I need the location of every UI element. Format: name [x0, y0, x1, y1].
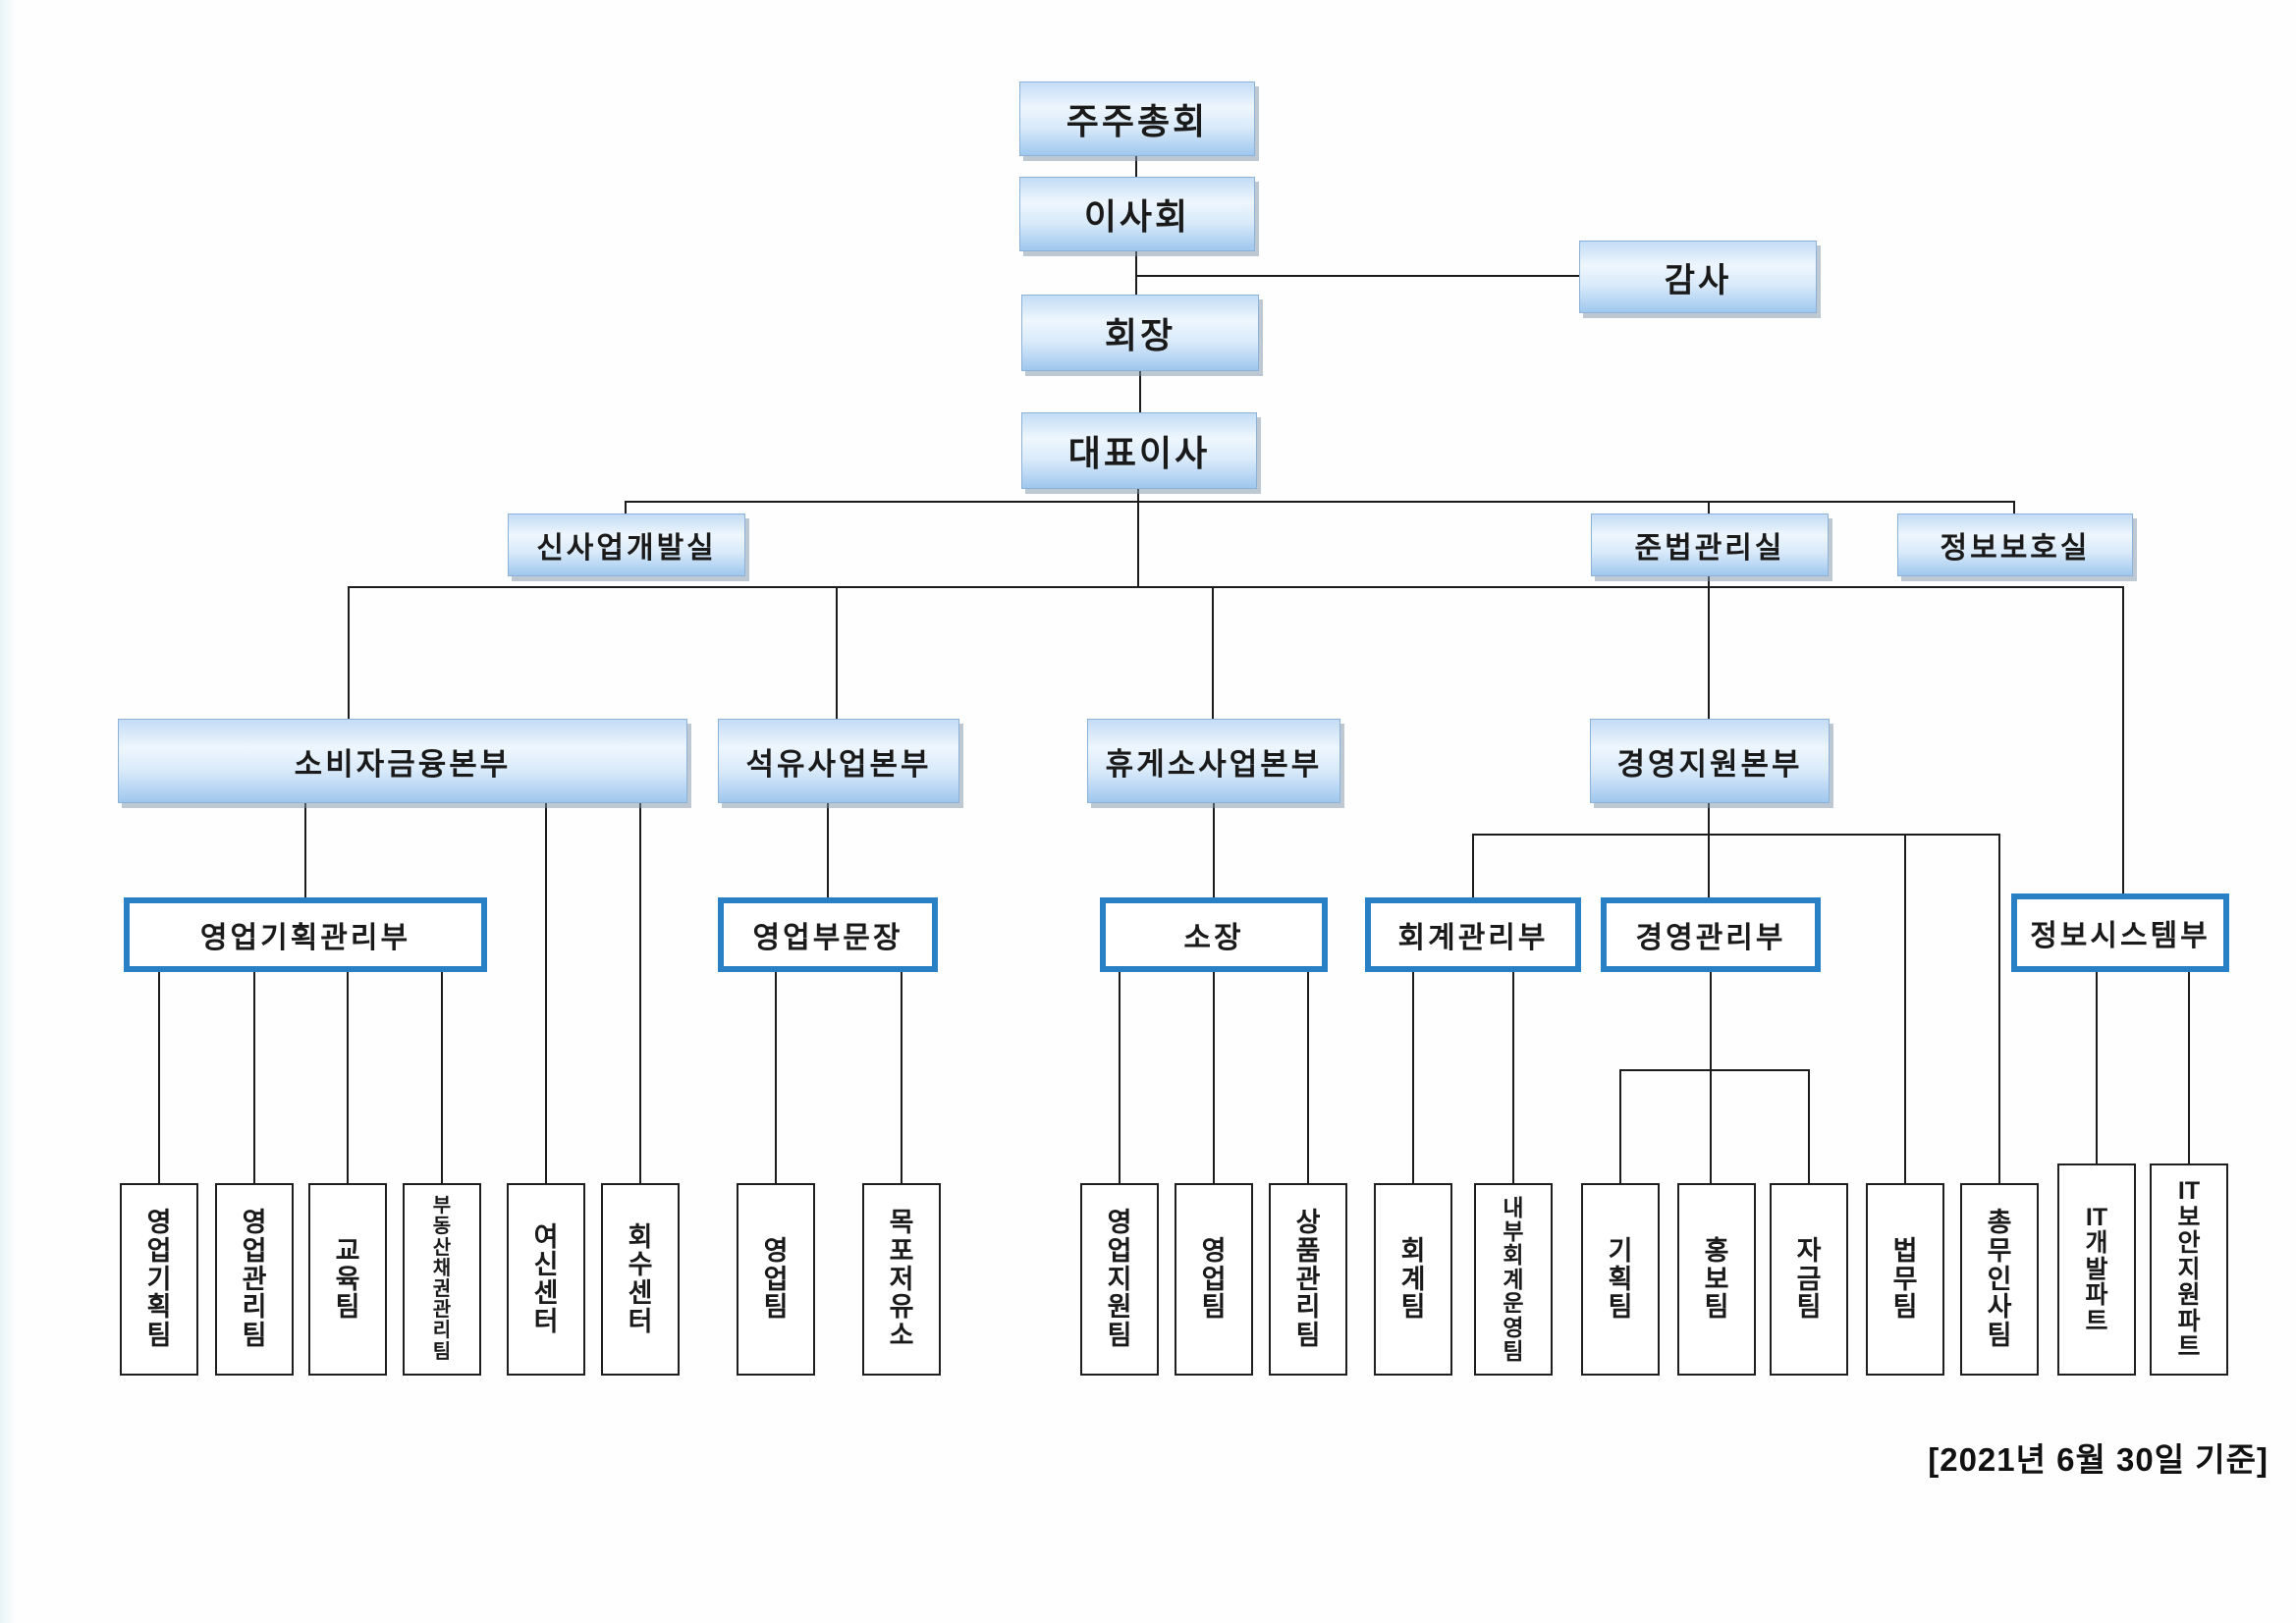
node-team-pr: 홍 보 팀	[1677, 1183, 1756, 1376]
node-sales-planning-mgmt-dept: 영업기획관리부	[124, 897, 487, 972]
connector	[625, 501, 627, 514]
connector	[1708, 834, 1710, 898]
connector	[1708, 801, 1710, 835]
connector	[1998, 834, 2000, 1184]
node-management-mgmt-dept: 경영관리부	[1601, 897, 1821, 972]
node-info-security-office: 정보보호실	[1897, 514, 2133, 576]
node-team-sales-mgmt: 영 업 관 리 팀	[215, 1183, 294, 1376]
node-consumer-finance-division: 소비자금융본부	[118, 719, 687, 803]
node-petroleum-division: 석유사업본부	[718, 719, 959, 803]
connector	[775, 972, 777, 1184]
connector	[1307, 972, 1309, 1184]
connector	[2013, 501, 2015, 514]
node-management-support-division: 경영지원본부	[1590, 719, 1830, 803]
node-team-sales-planning: 영 업 기 획 팀	[120, 1183, 198, 1376]
node-team-legal: 법 무 팀	[1866, 1183, 1944, 1376]
connector	[2122, 586, 2124, 894]
node-team-sales-petro: 영 업 팀	[737, 1183, 815, 1376]
node-team-planning: 기 획 팀	[1581, 1183, 1660, 1376]
connector	[827, 801, 829, 898]
node-it-dev-part: IT 개 발 파 트	[2057, 1163, 2136, 1376]
connector	[441, 972, 443, 1184]
connector	[1135, 154, 1137, 178]
node-credit-center: 여 신 센 터	[507, 1183, 585, 1376]
node-team-education: 교 육 팀	[308, 1183, 387, 1376]
scan-edge-decoration	[0, 0, 16, 1623]
connector	[2188, 972, 2190, 1164]
node-accounting-mgmt-dept: 회계관리부	[1365, 897, 1581, 972]
node-sales-division-head: 영업부문장	[718, 897, 938, 972]
node-board-of-directors: 이사회	[1019, 177, 1255, 251]
connector	[1619, 1069, 1621, 1184]
connector	[1710, 1069, 1712, 1184]
connector	[348, 586, 350, 720]
as-of-date-note: [2021년 6월 30일 기준]	[1928, 1441, 2269, 1478]
node-ceo: 대표이사	[1021, 412, 1257, 489]
connector	[1708, 574, 1710, 720]
node-team-sales-support: 영 업 지 원 팀	[1080, 1183, 1159, 1376]
connector	[1808, 1069, 1810, 1184]
connector	[304, 801, 306, 898]
connector	[545, 801, 547, 1184]
node-compliance-office: 준법관리실	[1591, 514, 1829, 576]
node-new-business-dev-office: 신사업개발실	[508, 514, 745, 576]
connector	[1137, 487, 1139, 588]
connector	[1619, 1069, 1810, 1071]
connector	[347, 972, 349, 1184]
connector	[1135, 275, 1579, 277]
node-team-accounting: 회 계 팀	[1374, 1183, 1452, 1376]
node-team-sales-restarea: 영 업 팀	[1175, 1183, 1253, 1376]
connector	[1139, 369, 1141, 413]
node-team-internal-accounting: 내 부 회 계 운 영 팀	[1474, 1183, 1553, 1376]
node-team-finance: 자 금 팀	[1770, 1183, 1848, 1376]
connector	[626, 501, 2015, 503]
node-team-general-affairs-hr: 총 무 인 사 팀	[1960, 1183, 2039, 1376]
connector	[1708, 501, 1710, 514]
node-collection-center: 회 수 센 터	[601, 1183, 680, 1376]
node-team-realestate-bond-mgmt: 부 동 산 채 권 관 리 팀	[403, 1183, 481, 1376]
connector	[1119, 972, 1121, 1184]
node-team-product-mgmt: 상 품 관 리 팀	[1269, 1183, 1347, 1376]
connector	[1212, 586, 1214, 720]
node-rest-area-division: 휴게소사업본부	[1087, 719, 1340, 803]
node-chairman: 회장	[1021, 295, 1259, 371]
connector	[1512, 972, 1514, 1184]
connector	[1710, 972, 1712, 1070]
node-mokpo-oil-depot: 목 포 저 유 소	[862, 1183, 941, 1376]
node-info-systems-dept: 정보시스템부	[2011, 893, 2229, 972]
connector	[836, 586, 838, 720]
node-auditor: 감사	[1579, 241, 1817, 313]
connector	[1135, 249, 1137, 296]
connector	[253, 972, 255, 1184]
node-it-security-support-part: IT 보 안 지 원 파 트	[2150, 1163, 2228, 1376]
connector	[1472, 834, 1474, 898]
connector	[2096, 972, 2098, 1164]
connector	[639, 801, 641, 1184]
connector	[1904, 834, 1906, 1184]
connector	[1213, 801, 1215, 898]
connector	[901, 972, 902, 1184]
connector	[349, 586, 2124, 588]
connector	[1472, 834, 2000, 836]
connector	[1412, 972, 1414, 1184]
connector	[1213, 972, 1215, 1184]
connector	[158, 972, 160, 1184]
node-shareholders-meeting: 주주총회	[1019, 81, 1255, 156]
node-branch-manager: 소장	[1100, 897, 1328, 972]
